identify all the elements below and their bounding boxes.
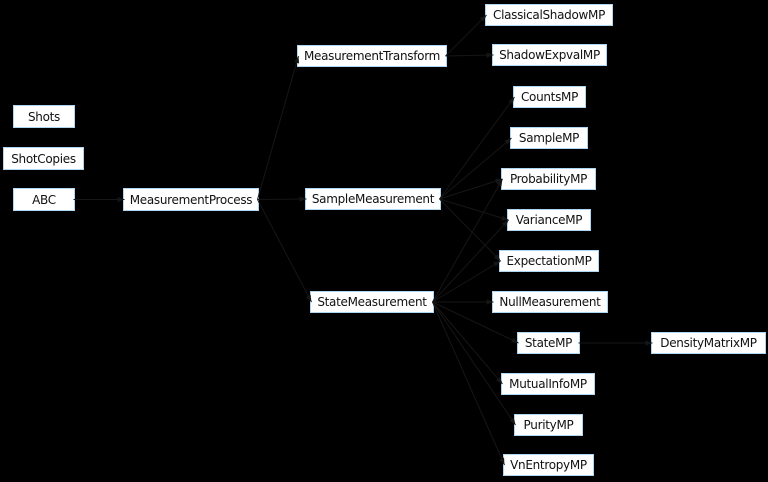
edge-state-measurement-to-variance-mp bbox=[432, 219, 509, 303]
edge-state-measurement-to-null-measurement bbox=[432, 299, 494, 305]
class-node-shots[interactable]: Shots bbox=[13, 105, 75, 128]
class-node-classical-shadow-mp[interactable]: ClassicalShadowMP bbox=[485, 4, 613, 26]
class-node-state-measurement[interactable]: StateMeasurement bbox=[310, 291, 434, 313]
class-node-abc[interactable]: ABC bbox=[13, 188, 75, 211]
edge-state-mp-to-density-matrix-mp bbox=[578, 340, 653, 346]
edge-measurement-transform-to-classical-shadow-mp bbox=[445, 14, 487, 57]
class-node-mutual-info-mp[interactable]: MutualInfoMP bbox=[501, 373, 595, 395]
edge-measurement-transform-to-shadow-expval-mp bbox=[445, 52, 494, 58]
edge-measurement-process-to-state-measurement bbox=[257, 199, 312, 303]
edge-state-measurement-to-vn-entropy-mp bbox=[432, 301, 505, 466]
class-node-sample-measurement[interactable]: SampleMeasurement bbox=[305, 188, 441, 210]
class-node-vn-entropy-mp[interactable]: VnEntropyMP bbox=[503, 454, 594, 476]
edge-measurement-process-to-measurement-transform bbox=[257, 55, 300, 200]
class-node-state-mp[interactable]: StateMP bbox=[517, 332, 580, 354]
edge-state-measurement-to-expectation-mp bbox=[432, 260, 501, 303]
edge-measurement-process-to-sample-measurement bbox=[257, 196, 307, 202]
edge-state-measurement-to-mutual-info-mp bbox=[432, 301, 503, 385]
class-node-measurement-transform[interactable]: MeasurementTransform bbox=[297, 45, 447, 67]
class-node-counts-mp[interactable]: CountsMP bbox=[513, 86, 586, 108]
class-node-variance-mp[interactable]: VarianceMP bbox=[507, 209, 591, 231]
class-node-expectation-mp[interactable]: ExpectationMP bbox=[499, 250, 599, 272]
class-node-density-matrix-mp[interactable]: DensityMatrixMP bbox=[651, 332, 766, 354]
class-node-sample-mp[interactable]: SampleMP bbox=[510, 127, 588, 149]
class-node-null-measurement[interactable]: NullMeasurement bbox=[492, 291, 608, 313]
class-node-purity-mp[interactable]: PurityMP bbox=[514, 414, 583, 436]
class-node-probability-mp[interactable]: ProbabilityMP bbox=[501, 168, 596, 190]
edge-abc-to-measurement-process bbox=[73, 196, 125, 203]
class-node-shot-copies[interactable]: ShotCopies bbox=[3, 147, 84, 170]
class-node-shadow-expval-mp[interactable]: ShadowExpvalMP bbox=[492, 44, 607, 66]
edge-sample-measurement-to-variance-mp bbox=[439, 198, 509, 221]
edge-state-measurement-to-probability-mp bbox=[432, 178, 503, 303]
edge-sample-measurement-to-probability-mp bbox=[439, 178, 503, 200]
edge-sample-measurement-to-expectation-mp bbox=[439, 198, 501, 262]
edge-state-measurement-to-purity-mp bbox=[432, 301, 516, 426]
class-node-measurement-process[interactable]: MeasurementProcess bbox=[123, 188, 259, 211]
